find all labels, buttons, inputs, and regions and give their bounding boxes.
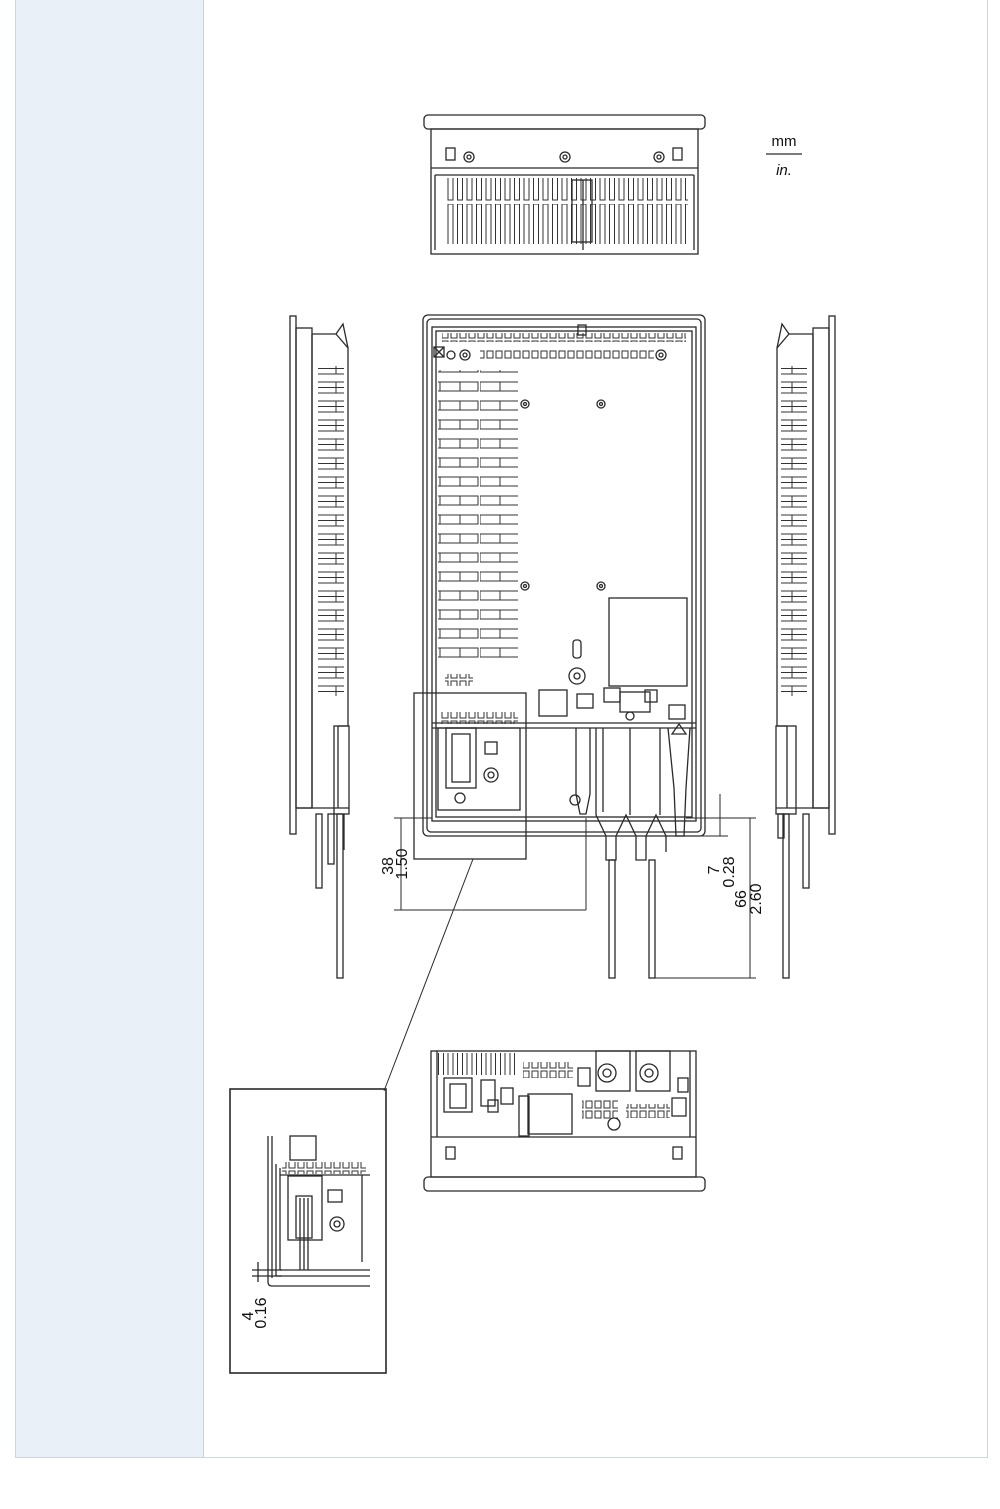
top-view [423, 114, 706, 255]
dim-4-mm: 4 [240, 1311, 257, 1320]
unit-in-label: in. [776, 162, 792, 179]
rear-view [413, 314, 706, 979]
bottom-view [423, 1050, 706, 1192]
left-side-view [289, 315, 350, 979]
unit-mm-label: mm [772, 133, 797, 150]
page-frame [15, 0, 988, 1458]
dim-66-in: 2.60 [748, 883, 765, 914]
dim-38-mm: 38 [380, 857, 397, 875]
dim-7-mm: 7 [706, 865, 723, 874]
dim-66-mm: 66 [733, 890, 750, 908]
dimension-lines [383, 794, 756, 1092]
detail-zoom [229, 1088, 387, 1374]
dim-4-in: 0.16 [253, 1297, 270, 1328]
right-side-view [775, 315, 836, 979]
sidebar-panel [16, 0, 204, 1457]
dim-7-in: 0.28 [721, 856, 738, 887]
dim-38-in: 1.50 [394, 848, 411, 879]
